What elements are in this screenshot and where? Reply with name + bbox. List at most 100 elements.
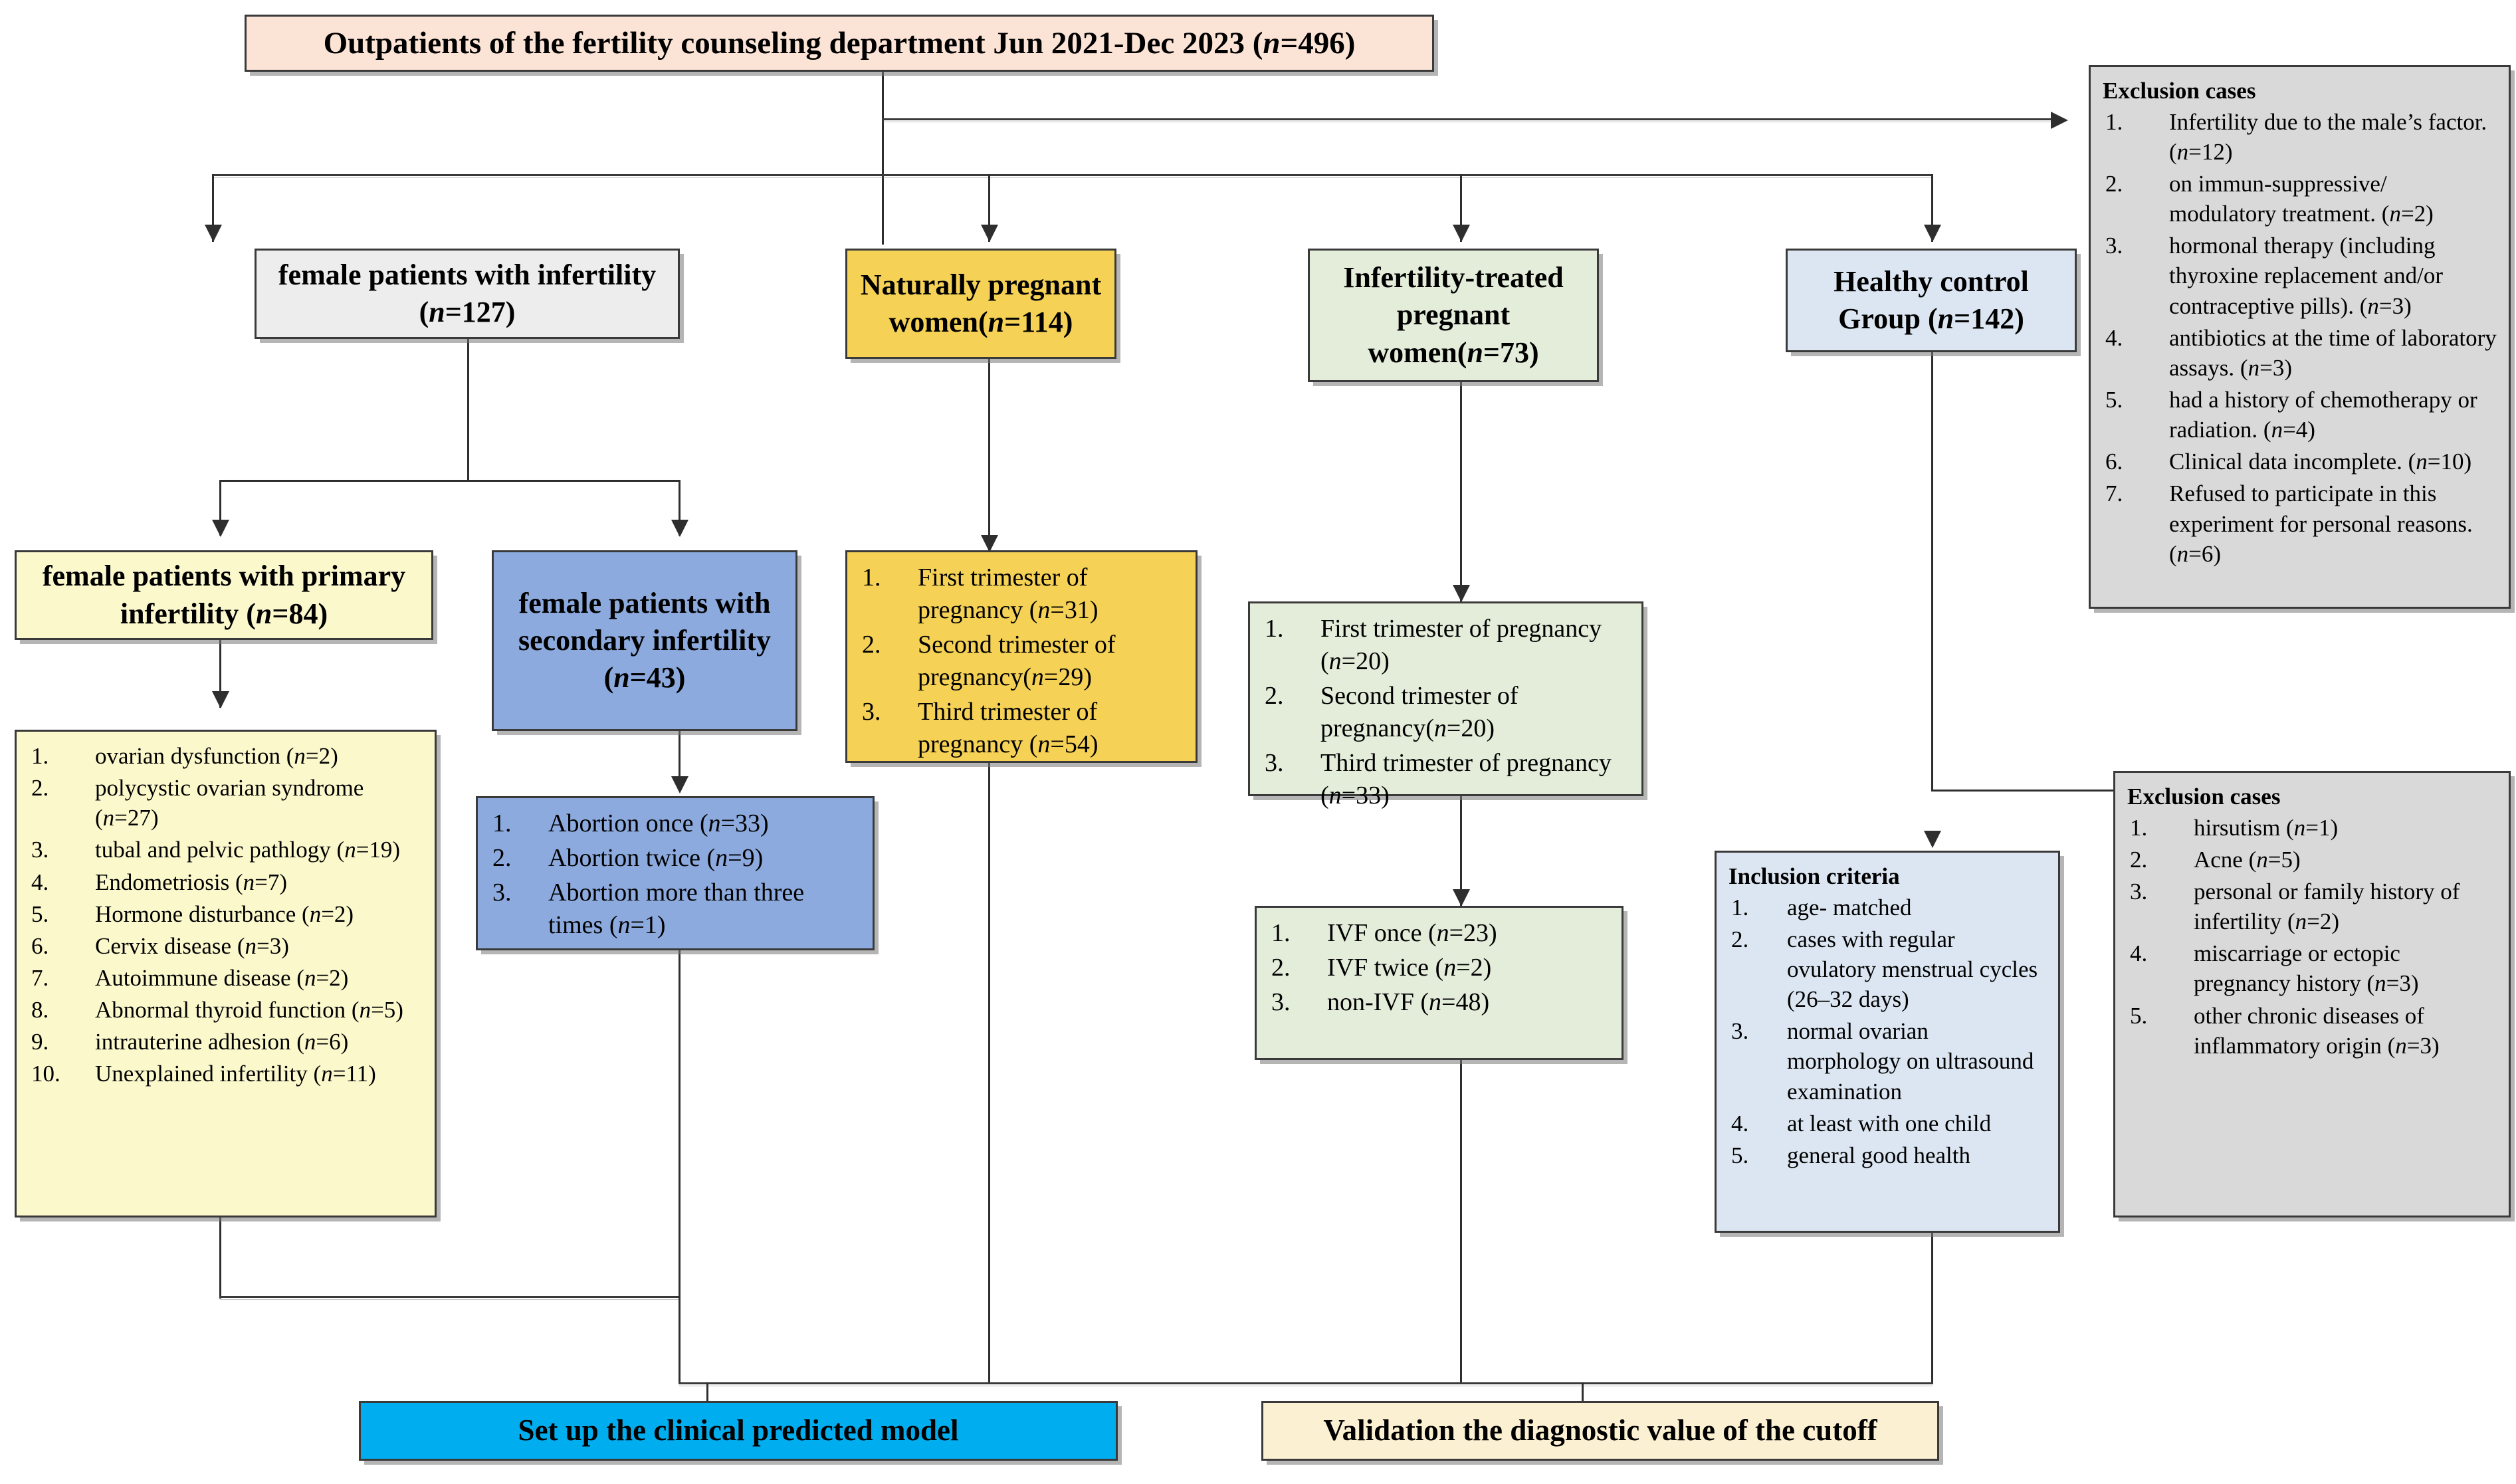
exclusion-top-heading: Exclusion cases [2103, 78, 2256, 104]
group-healthy-control-box: Healthy control Group (n=142) [1786, 249, 2077, 352]
list-item: miscarriage or ectopic pregnancy history… [2130, 938, 2419, 997]
arrow-secondary [671, 520, 688, 537]
list-item: Refused to participate in this experimen… [2105, 478, 2473, 567]
list-item: IVF once (n=23) [1271, 917, 1497, 950]
list-item: Abortion once (n=33) [492, 807, 769, 840]
arrow-to-exclusion-top [2051, 112, 2068, 129]
arrow-ivf [1453, 889, 1470, 906]
connector-secondary-to-abortion [679, 731, 681, 791]
connector-ivf-down [1460, 1060, 1462, 1384]
list-item: antibiotics at the time of laboratory as… [2105, 323, 2497, 381]
list-item: ovarian dysfunction (n=2) [31, 741, 338, 771]
arrow-treated-trimesters [1453, 585, 1470, 602]
list-item: Acne (n=5) [2130, 845, 2301, 875]
group-treated-pregnant-box: Infertility-treated pregnant women(n=73) [1308, 249, 1599, 382]
list-item: Infertility due to the male’s factor. (n… [2105, 107, 2487, 165]
arrow-primary-causes [212, 691, 229, 708]
list-item: intrauterine adhesion (n=6) [31, 1027, 349, 1057]
group-healthy-control-label: Healthy control Group (n=142) [1834, 265, 2029, 335]
exclusion-top-list: Infertility due to the male’s factor. (n… [2100, 107, 2498, 569]
connector-bottom-collection-bar [679, 1382, 1933, 1384]
primary-causes-box: ovarian dysfunction (n=2) polycystic ova… [15, 730, 437, 1218]
connector-trimesters-to-ivf [1460, 796, 1462, 906]
inclusion-criteria-box: Inclusion criteria age- matched cases wi… [1715, 851, 2060, 1233]
primary-infertility-label: female patients with primary infertility… [42, 560, 406, 630]
group-infertility-box: female patients with infertility (n=127) [255, 249, 680, 339]
connector-merge-to-bottom [679, 1296, 681, 1384]
connector-split-bar [219, 480, 681, 482]
outcome-validation-box: Validation the diagnostic value of the c… [1261, 1401, 1939, 1461]
list-item: Third trimester of pregnancy (n=54) [862, 696, 1099, 759]
list-item: Third trimester of pregnancy (n=33) [1265, 747, 1612, 810]
group-naturally-pregnant-label: Naturally pregnant women(n=114) [860, 268, 1102, 338]
connector-drop-secondary [679, 480, 681, 536]
connector-to-exclusion-bottom [1931, 790, 2137, 792]
exclusion-bottom-heading: Exclusion cases [2127, 784, 2281, 809]
list-item: other chronic diseases of inflammatory o… [2130, 1001, 2440, 1059]
exclusion-top-box: Exclusion cases Infertility due to the m… [2089, 65, 2511, 609]
list-item: Autoimmune disease (n=2) [31, 963, 349, 993]
connector-drop-primary [219, 480, 221, 536]
connector-to-exclusion-top [882, 118, 2053, 120]
inclusion-list: age- matched cases with regular ovulator… [1726, 893, 2047, 1170]
exclusion-bottom-list: hirsutism (n=1) Acne (n=5) personal or f… [2125, 813, 2498, 1061]
list-item: Second trimester of pregnancy(n=20) [1265, 680, 1519, 743]
list-item: normal ovarian morphology on ultrasound … [1731, 1016, 2034, 1105]
arrow-infertility [205, 225, 222, 242]
natural-trimesters-box: First trimester of pregnancy (n=31) Seco… [845, 550, 1198, 763]
list-item: Abnormal thyroid function (n=5) [31, 995, 403, 1025]
primary-causes-list: ovarian dysfunction (n=2) polycystic ova… [26, 741, 424, 1089]
list-item: had a history of chemotherapy or radiati… [2105, 385, 2477, 443]
connector-infertility-down [467, 339, 469, 482]
connector-drop-natural [988, 174, 990, 242]
connector-natural-down [988, 763, 990, 1384]
list-item: Clinical data incomplete. (n=10) [2105, 447, 2472, 477]
list-item: IVF twice (n=2) [1271, 952, 1492, 984]
connector-drop-treated [1460, 174, 1462, 242]
arrow-healthy [1924, 225, 1941, 242]
list-item: personal or family history of infertilit… [2130, 877, 2460, 935]
ivf-box: IVF once (n=23) IVF twice (n=2) non-IVF … [1255, 906, 1624, 1060]
ivf-list: IVF once (n=23) IVF twice (n=2) non-IVF … [1266, 917, 1611, 1019]
list-item: Hormone disturbance (n=2) [31, 899, 354, 929]
outcome-model-label: Set up the clinical predicted model [518, 1414, 959, 1447]
group-infertility-label: female patients with infertility (n=127) [278, 258, 657, 328]
list-item: hirsutism (n=1) [2130, 813, 2339, 843]
inclusion-heading: Inclusion criteria [1729, 863, 1900, 889]
connector-primary-to-causes [219, 640, 221, 708]
secondary-infertility-label: female patients with secondary infertili… [518, 586, 772, 694]
group-naturally-pregnant-box: Naturally pregnant women(n=114) [845, 249, 1116, 359]
treated-trimesters-box: First trimester of pregnancy (n=20) Seco… [1248, 601, 1643, 809]
list-item: cases with regular ovulatory menstrual c… [1731, 924, 2038, 1013]
list-item: Second trimester of pregnancy(n=29) [862, 629, 1116, 692]
list-item: First trimester of pregnancy (n=20) [1265, 613, 1602, 676]
natural-trimesters-list: First trimester of pregnancy (n=31) Seco… [857, 562, 1185, 761]
connector-natural-to-trimesters [988, 359, 990, 552]
arrow-treated [1453, 225, 1470, 242]
list-item: Cervix disease (n=3) [31, 931, 289, 961]
connector-title-stem [882, 72, 884, 245]
arrow-natural-trimesters [981, 535, 998, 552]
arrow-inclusion [1924, 831, 1941, 848]
arrow-primary [212, 520, 229, 537]
connector-drop-infertility [212, 174, 214, 242]
list-item: hormonal therapy (including thyroxine re… [2105, 231, 2444, 319]
connector-causes-down [219, 1218, 221, 1299]
connector-treated-to-trimesters [1460, 382, 1462, 601]
exclusion-bottom-box: Exclusion cases hirsutism (n=1) Acne (n=… [2113, 771, 2511, 1218]
outcome-model-box: Set up the clinical predicted model [359, 1401, 1118, 1461]
list-item: First trimester of pregnancy (n=31) [862, 562, 1099, 625]
title-box: Outpatients of the fertility counseling … [245, 15, 1434, 72]
secondary-infertility-box: female patients with secondary infertili… [492, 550, 797, 731]
list-item: Abortion twice (n=9) [492, 842, 764, 875]
list-item: Abortion more than three times (n=1) [492, 877, 805, 940]
connector-healthy-down [1931, 352, 1933, 791]
list-item: Unexplained infertility (n=11) [31, 1059, 376, 1089]
list-item: age- matched [1731, 893, 1912, 922]
arrow-natural [981, 225, 998, 242]
primary-infertility-box: female patients with primary infertility… [15, 550, 433, 640]
list-item: tubal and pelvic pathlogy (n=19) [31, 835, 401, 865]
list-item: general good health [1731, 1140, 1971, 1170]
list-item: polycystic ovarian syndrome (n=27) [31, 773, 364, 831]
